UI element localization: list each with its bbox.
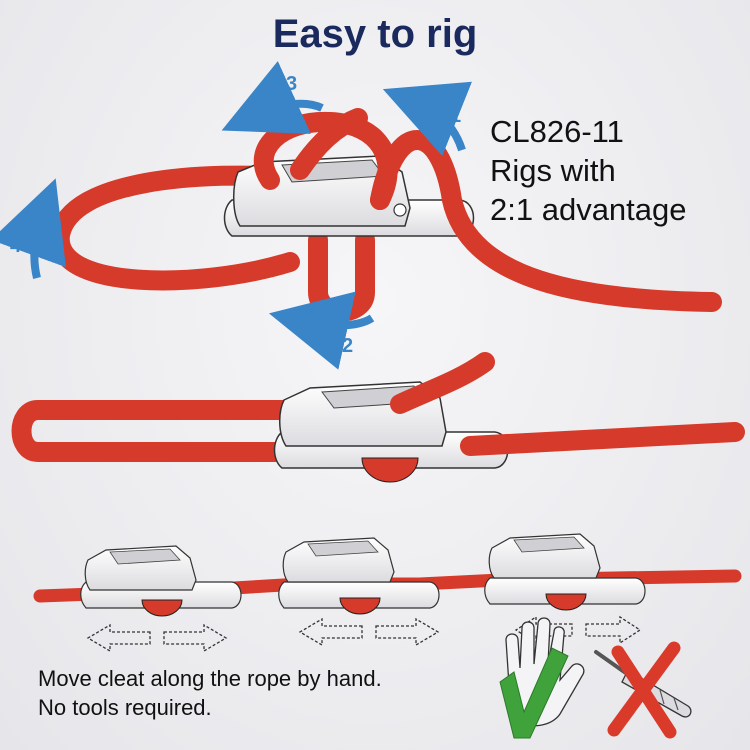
product-advantage: 2:1 advantage bbox=[490, 192, 687, 227]
rigging-step-illustration: 1 2 3 4 bbox=[0, 61, 722, 370]
checkmark-icon bbox=[499, 647, 569, 739]
step-number-4: 4 bbox=[10, 235, 22, 257]
cross-icon bbox=[607, 641, 681, 739]
cleat-position-3 bbox=[484, 533, 646, 611]
rigged-cleat-illustration bbox=[11, 352, 745, 483]
usage-caption: Move cleat along the rope by hand. No to… bbox=[38, 664, 382, 722]
rope-out-middle bbox=[460, 422, 745, 456]
cleat-position-2 bbox=[278, 537, 440, 615]
step-arrow-1 bbox=[382, 81, 473, 157]
slide-arrows-1 bbox=[86, 623, 228, 653]
product-label: CL826-11 Rigs with 2:1 advantage bbox=[490, 112, 687, 229]
rope-tail-middle bbox=[390, 352, 495, 414]
slide-arrows-2 bbox=[298, 617, 440, 647]
step-arrow-4 bbox=[0, 178, 66, 279]
step-arrow-2 bbox=[268, 291, 375, 370]
step-number-3: 3 bbox=[286, 73, 297, 95]
cleat-position-1 bbox=[80, 545, 242, 617]
caption-line-2: No tools required. bbox=[38, 695, 212, 720]
rope-loop-long bbox=[11, 400, 310, 462]
caption-line-1: Move cleat along the rope by hand. bbox=[38, 666, 382, 691]
product-model: CL826-11 bbox=[490, 114, 624, 149]
step-arrow-3 bbox=[221, 61, 324, 134]
page-title: Easy to rig bbox=[272, 12, 478, 56]
sliding-cleats-illustration bbox=[33, 533, 742, 739]
product-description-line: Rigs with bbox=[490, 153, 616, 188]
slide-arrows-3 bbox=[514, 615, 642, 645]
sheave-middle bbox=[361, 457, 419, 483]
step-number-1: 1 bbox=[450, 105, 461, 127]
rope-under-loop bbox=[308, 230, 375, 322]
step-number-2: 2 bbox=[342, 335, 353, 357]
rope-tail-end bbox=[290, 108, 368, 180]
